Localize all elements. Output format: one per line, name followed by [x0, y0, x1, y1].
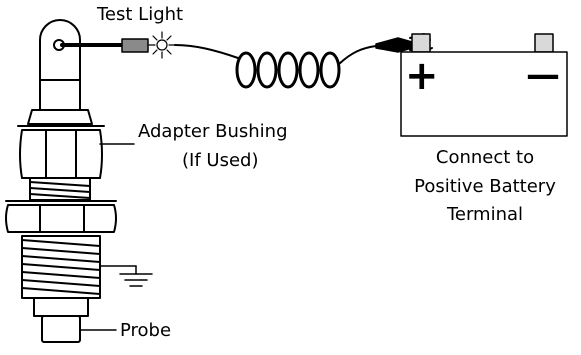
probe-label: Probe: [120, 320, 172, 341]
probe-tip: [41, 315, 81, 343]
adapter-bushing: [17, 125, 105, 179]
positive-sign: +: [405, 53, 439, 99]
lower-thread: [21, 235, 101, 299]
lamp-body: [121, 38, 149, 53]
insulator-stem: [39, 79, 81, 111]
lead-wire: [174, 44, 239, 59]
test-light-lead: [60, 31, 433, 89]
positive-post: [411, 33, 431, 53]
upper-thread: [29, 177, 91, 201]
coiled-wire: [235, 51, 341, 89]
insulator-collar: [27, 109, 93, 125]
spark-plug: [5, 19, 117, 343]
terminal-label: Terminal: [446, 204, 524, 225]
if-used-label: (If Used): [182, 150, 259, 171]
battery: [400, 33, 568, 137]
alligator-clip: [375, 37, 413, 53]
lamp-glow: [148, 31, 176, 59]
negative-post: [534, 33, 554, 53]
plug-base: [33, 297, 89, 317]
battery-case: [400, 51, 568, 137]
positive-battery-label: Positive Battery: [414, 176, 556, 197]
test-light-label: Test Light: [97, 4, 184, 25]
adapter-bushing-label: Adapter Bushing: [138, 121, 288, 142]
connect-to-label: Connect to: [435, 147, 535, 168]
ground-symbol: [99, 265, 153, 287]
negative-sign: —: [526, 55, 560, 95]
lower-hex: [5, 200, 117, 233]
